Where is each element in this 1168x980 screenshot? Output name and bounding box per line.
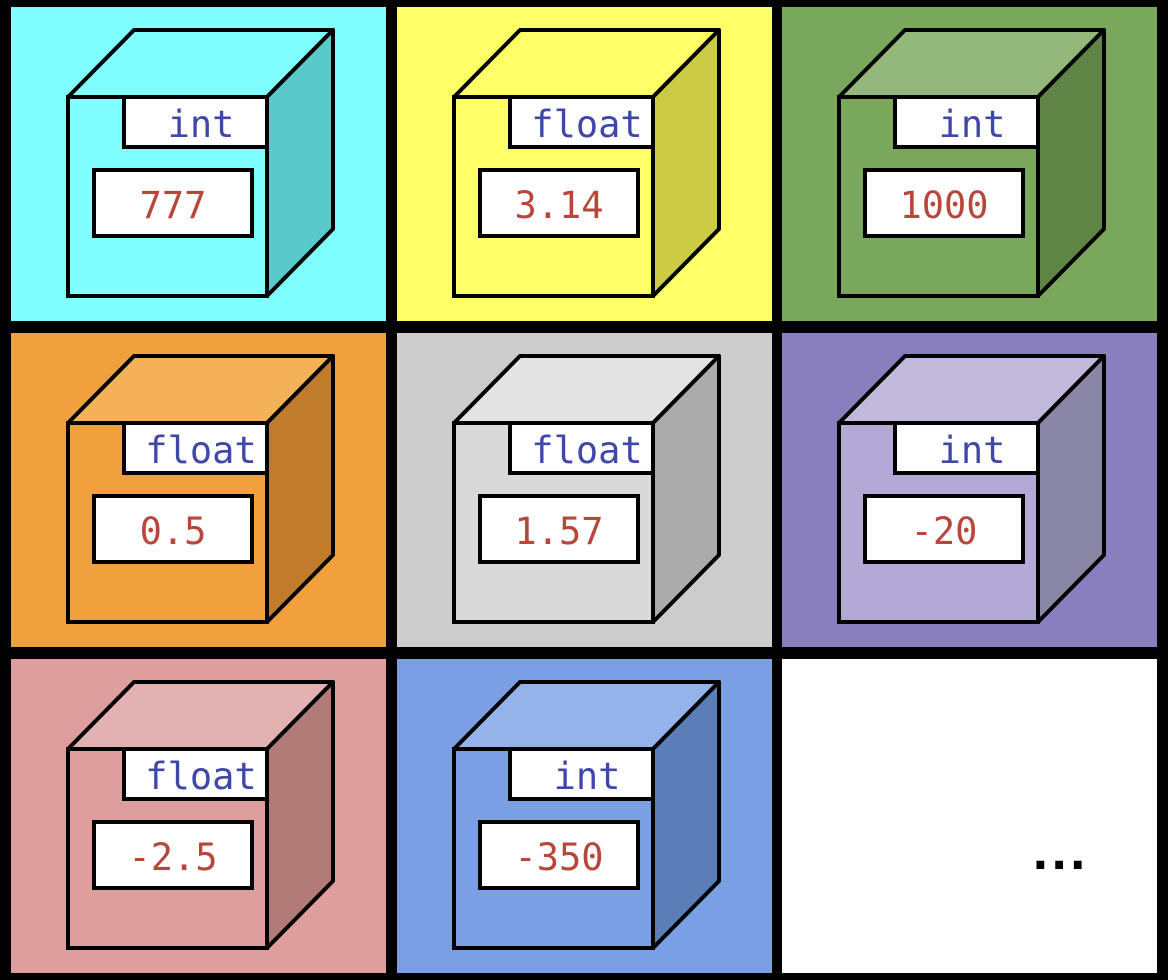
value-box <box>478 820 640 890</box>
cube-drawing: int -20 <box>837 354 1106 624</box>
type-label-box <box>508 747 655 801</box>
type-label-box <box>508 95 655 149</box>
cube-drawing: int -350 <box>452 680 721 950</box>
box-cell: float 0.5 <box>11 333 386 647</box>
value-box <box>92 820 254 890</box>
type-label-box <box>122 421 269 475</box>
type-label: float <box>531 429 642 472</box>
box-cell: int -20 <box>782 333 1157 647</box>
cube-drawing: int 1000 <box>837 28 1106 298</box>
box-cell: float -2.5 <box>11 659 386 973</box>
continuation-cell: ... <box>782 659 1157 973</box>
box-cell: float 1.57 <box>397 333 772 647</box>
type-label: int <box>554 755 621 798</box>
value-label: -2.5 <box>128 836 217 879</box>
value-box <box>92 168 254 238</box>
value-box <box>478 168 640 238</box>
type-label: int <box>939 103 1006 146</box>
type-label-box <box>122 95 269 149</box>
type-label-box <box>122 747 269 801</box>
cube-drawing: float 1.57 <box>452 354 721 624</box>
value-box <box>863 494 1025 564</box>
cube-drawing: float -2.5 <box>66 680 335 950</box>
value-label: 3.14 <box>514 184 603 227</box>
value-label: 0.5 <box>140 510 207 553</box>
ellipsis-text: ... <box>1032 829 1089 880</box>
box-cell: int 1000 <box>782 7 1157 321</box>
cube-drawing: int 777 <box>66 28 335 298</box>
type-label: float <box>145 429 256 472</box>
value-label: 1000 <box>899 184 988 227</box>
cube-drawing: float 0.5 <box>66 354 335 624</box>
value-label: -350 <box>514 836 603 879</box>
box-cell: float 3.14 <box>397 7 772 321</box>
box-cell: int 777 <box>11 7 386 321</box>
type-label: float <box>531 103 642 146</box>
value-box <box>92 494 254 564</box>
type-label: int <box>168 103 235 146</box>
value-label: -20 <box>911 510 978 553</box>
type-label: float <box>145 755 256 798</box>
type-label-box <box>893 421 1040 475</box>
type-label-box <box>508 421 655 475</box>
box-cell: int -350 <box>397 659 772 973</box>
value-label: 1.57 <box>514 510 603 553</box>
type-label-box <box>893 95 1040 149</box>
cube-drawing: float 3.14 <box>452 28 721 298</box>
type-label: int <box>939 429 1006 472</box>
value-box <box>863 168 1025 238</box>
value-label: 777 <box>140 184 207 227</box>
value-box <box>478 494 640 564</box>
